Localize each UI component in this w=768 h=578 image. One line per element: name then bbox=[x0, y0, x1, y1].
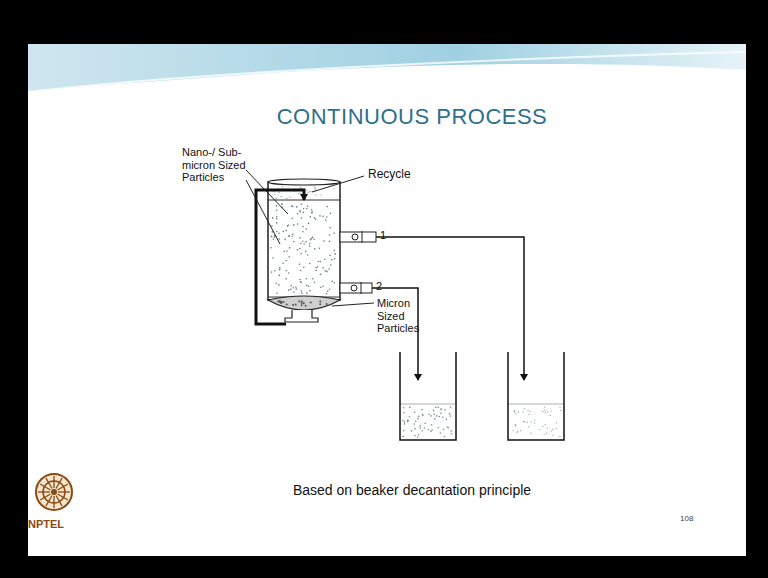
collection-beaker bbox=[508, 352, 564, 440]
callout-label: Micron Sized Particles bbox=[377, 297, 431, 335]
nptel-logo bbox=[36, 474, 72, 510]
logo-text: NPTEL bbox=[28, 518, 64, 531]
callout-label: Nano-/ Sub-micron Sized Particles bbox=[182, 146, 246, 184]
settling-column bbox=[268, 179, 340, 322]
callout-number: 1 bbox=[380, 229, 386, 242]
slide-caption: Based on beaker decantation principle bbox=[293, 482, 531, 498]
recycle-line bbox=[256, 190, 304, 324]
slide-number: 108 bbox=[680, 514, 693, 523]
leader-line bbox=[246, 170, 374, 306]
callout-label: Recycle bbox=[368, 168, 411, 182]
outlet-pipe bbox=[340, 231, 524, 380]
callout-number: 2 bbox=[376, 280, 382, 293]
slide-title: CONTINUOUS PROCESS bbox=[277, 104, 548, 129]
header-swoosh bbox=[28, 44, 746, 92]
collection-beaker bbox=[400, 352, 456, 440]
